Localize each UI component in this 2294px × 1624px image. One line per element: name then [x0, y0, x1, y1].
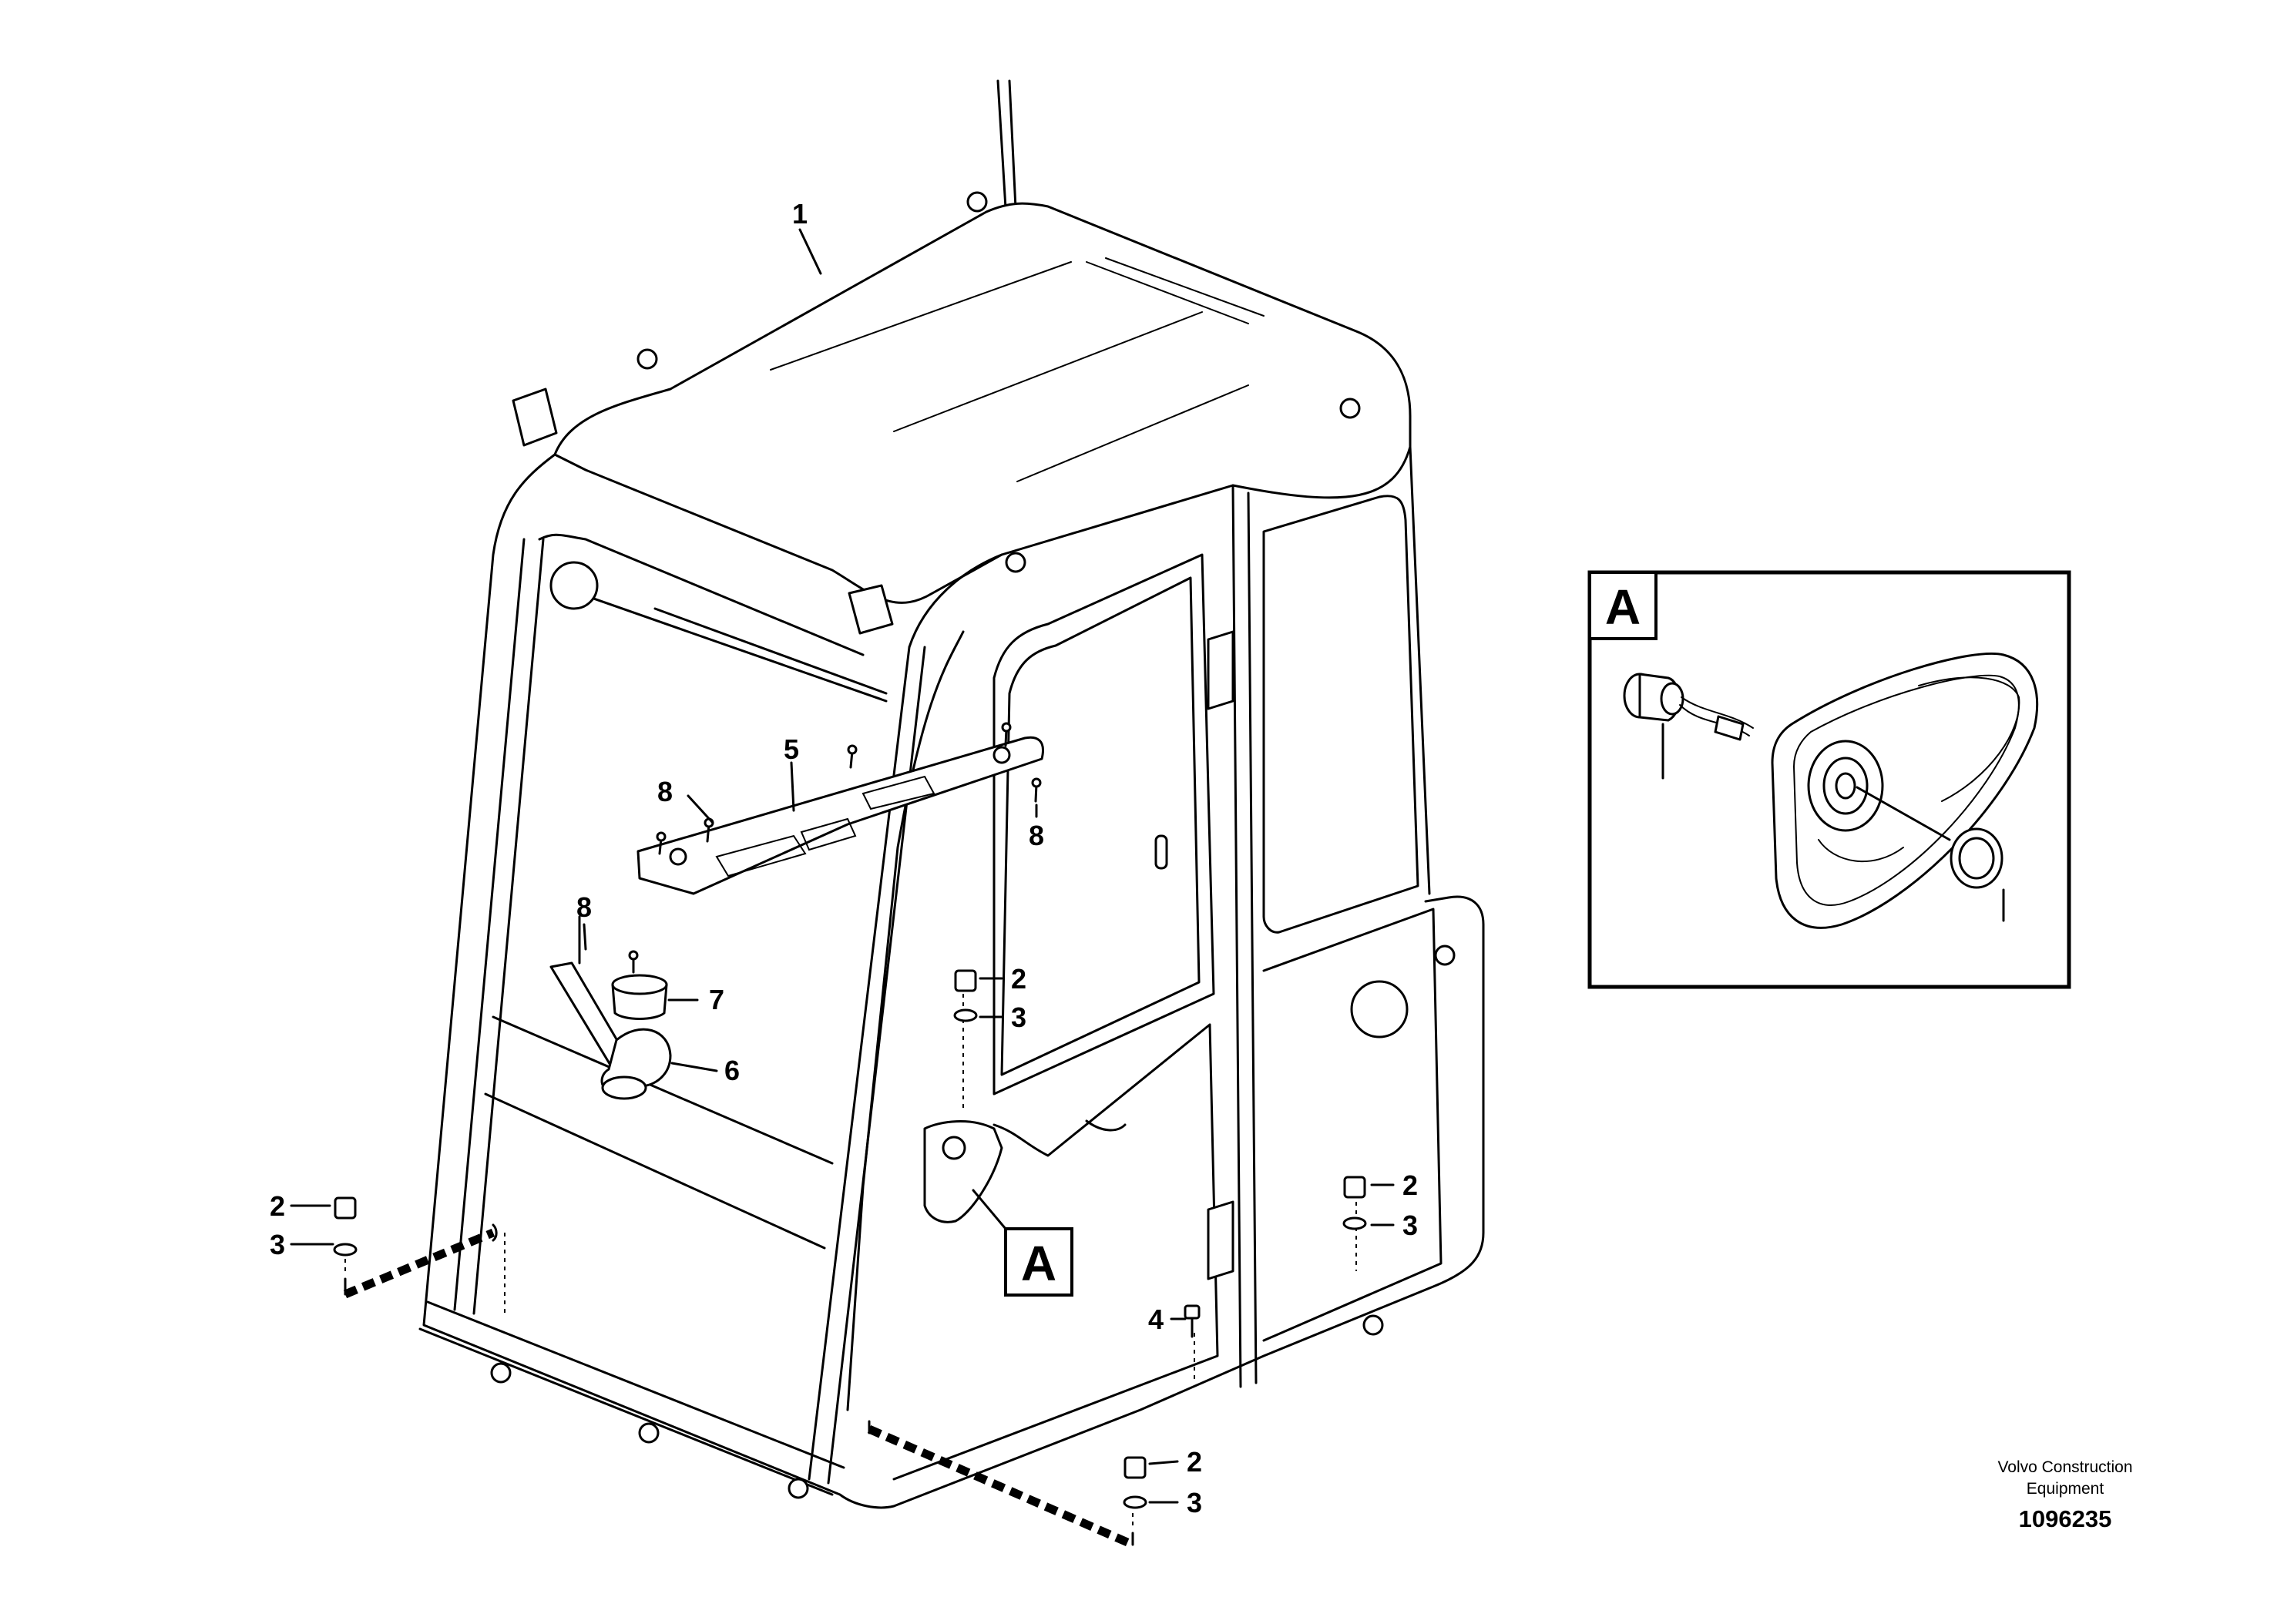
wiper-arm — [555, 584, 888, 703]
callout-3-bottom: 3 — [1187, 1487, 1202, 1518]
interior-mirror — [549, 961, 672, 1100]
callout-2-bottom: 2 — [1187, 1446, 1202, 1478]
cab-door — [992, 553, 1215, 1096]
callout-8-upper-right: 8 — [1029, 820, 1044, 851]
socket-housing — [1771, 652, 2039, 929]
nut-and-washer-door — [953, 969, 978, 1022]
callout-5: 5 — [784, 733, 799, 765]
cab-assembly — [418, 79, 1485, 1509]
work-light-right — [848, 584, 894, 635]
door-hinge-lower — [1207, 1200, 1234, 1280]
detail-marker-a: A — [1004, 1227, 1073, 1297]
callout-6: 6 — [724, 1055, 740, 1086]
callout-4: 4 — [1148, 1304, 1164, 1335]
socket-insert-part-9 — [1623, 673, 1754, 780]
cab-body — [422, 453, 1485, 1509]
dome-lamp — [611, 974, 668, 1020]
callout-3-left: 3 — [270, 1229, 285, 1260]
sealing-ring-part-10 — [1950, 827, 2005, 922]
callout-7: 7 — [709, 984, 724, 1015]
callout-2-rear: 2 — [1402, 1169, 1418, 1201]
dash-trail-left — [343, 1228, 495, 1299]
detail-box-a: A — [1587, 570, 2071, 989]
overhead-console — [636, 736, 1044, 895]
power-socket-on-cab — [923, 1120, 1003, 1223]
callout-8-lower-left: 8 — [576, 891, 592, 923]
antenna — [996, 79, 1017, 210]
detail-box-label: A — [1605, 579, 1641, 635]
callout-2-left: 2 — [270, 1190, 285, 1222]
callout-3-rear: 3 — [1402, 1210, 1418, 1241]
callout-3-door: 3 — [1011, 1002, 1026, 1033]
dash-trail-bottom — [867, 1424, 1135, 1549]
nut-and-washer-left — [333, 1196, 358, 1257]
callout-1: 1 — [792, 198, 808, 230]
screws-part-8 — [578, 722, 1042, 974]
caption: Volvo Construction Equipment 1096235 — [1997, 1458, 2132, 1532]
svg-text:A: A — [1021, 1236, 1056, 1291]
callout-8-upper-left: 8 — [657, 776, 673, 807]
caption-figure-number: 1096235 — [2019, 1505, 2112, 1532]
nut-and-washer-bottom — [1123, 1456, 1147, 1509]
nut-and-washer-rear — [1342, 1176, 1367, 1230]
screw-part-4 — [1184, 1304, 1201, 1338]
caption-line-1: Volvo Construction — [1997, 1458, 2132, 1476]
callout-2-door: 2 — [1011, 963, 1026, 995]
cab-roof — [553, 202, 1412, 604]
door-hinge-upper — [1207, 630, 1234, 710]
leader-lines — [290, 228, 1395, 1504]
caption-line-2: Equipment — [2027, 1480, 2104, 1498]
work-light-left — [512, 388, 558, 447]
